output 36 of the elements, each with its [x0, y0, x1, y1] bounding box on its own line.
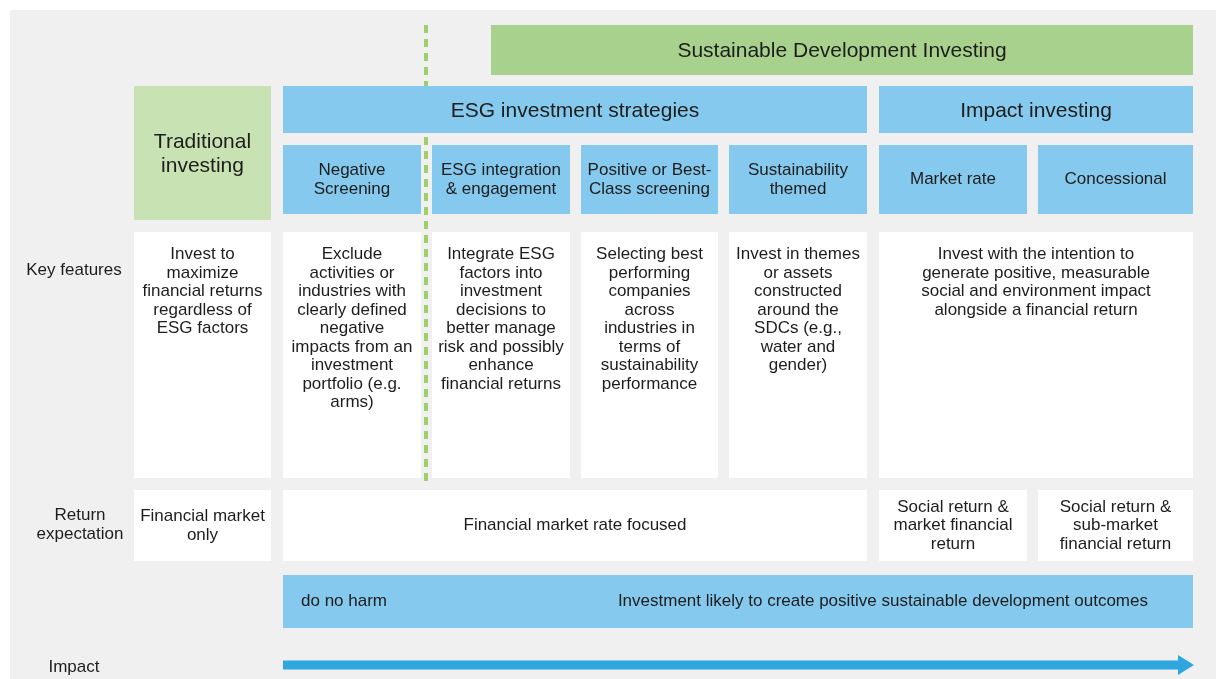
cell-text: Concessional: [1064, 170, 1167, 189]
cell-text: Sustainability themed: [746, 161, 850, 198]
cell-text: ESG integration & engagement: [440, 161, 562, 198]
cell-text: Financial market only: [140, 507, 265, 544]
cell-text: Social return & sub-market financial return: [1058, 497, 1173, 554]
cell-text: Invest in themes or assets constructed around the SDCs (e.g., water and gender): [735, 245, 861, 375]
strategy-header: [1038, 145, 1193, 214]
cell-text: Market rate: [910, 170, 996, 189]
impact-bar: [283, 575, 1193, 628]
cell-text: Financial market rate focused: [463, 516, 687, 535]
impact-text: Investment likely to create positive sustainable development outcomes: [617, 592, 1148, 611]
cell-text: Exclude activities or industries with clearly defined negative impacts from an investment portfolio (e.g. arms): [290, 245, 414, 412]
cell-text: Integrate ESG factors into investment decisions to better manage risk and possibly enhance financial returns: [438, 245, 564, 393]
row-label: Return expectation: [35, 505, 125, 543]
category-header: [134, 86, 271, 220]
cell-text: Invest to maximize financial returns regardless of ESG factors: [141, 245, 264, 338]
cell-text: Positive or Best-Class screening: [587, 161, 712, 198]
strategy-header: [432, 145, 570, 214]
strategy-header: [581, 145, 718, 214]
banner: [491, 25, 1193, 75]
cell-text: Negative Screening: [312, 161, 392, 198]
strategy-header: [283, 145, 421, 214]
header-text: Traditional investing: [152, 129, 253, 177]
cell-text: Invest with the intention to generate positive, measurable social and environment impact alongside a financial return: [920, 245, 1152, 319]
header-text: Impact investing: [960, 97, 1112, 122]
category-header: [879, 86, 1193, 133]
strategy-header: [879, 145, 1027, 214]
strategy-header: [729, 145, 867, 214]
header-text: Sustainable Development Investing: [677, 38, 1007, 62]
cell-text: Social return & market financial return: [892, 497, 1014, 554]
header-text: ESG investment strategies: [450, 97, 700, 122]
category-header: [283, 86, 867, 133]
cell-text: Selecting best performing companies across industries in terms of sustainability performance: [595, 245, 704, 393]
row-label: Key features: [25, 260, 123, 279]
impact-note: do no harm: [301, 592, 387, 611]
row-label: Impact: [47, 657, 101, 676]
